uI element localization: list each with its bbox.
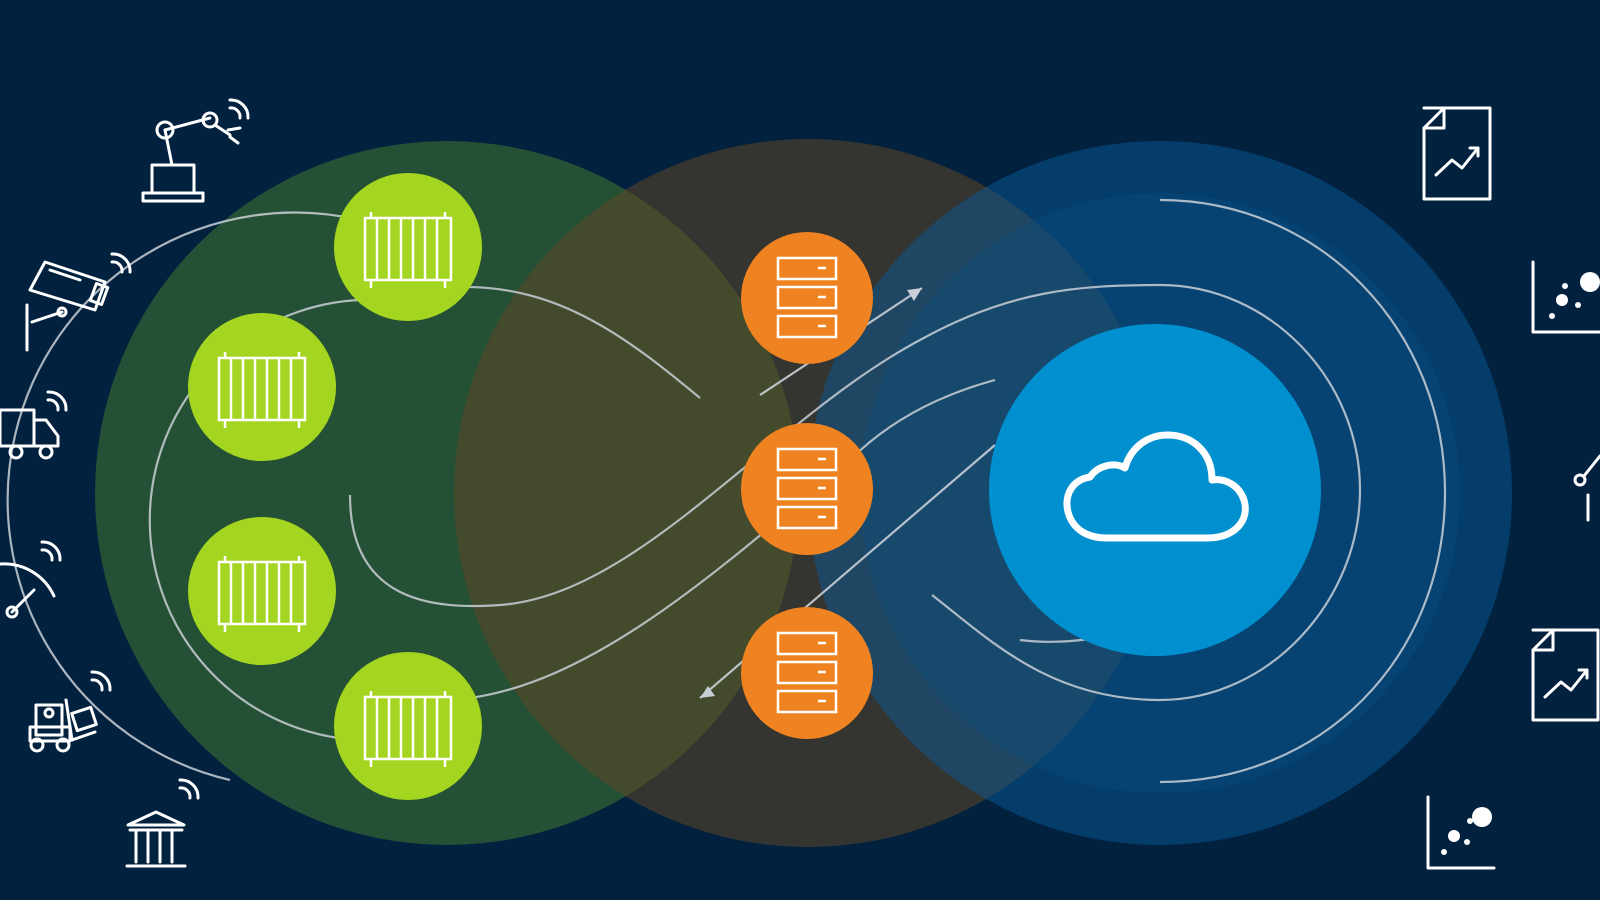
- bank-building-icon: [125, 778, 200, 868]
- report-document-icon: [1531, 628, 1600, 722]
- cloud-node: [989, 324, 1321, 656]
- edge-device: [334, 652, 482, 800]
- robot-arm-icon: [141, 98, 250, 203]
- edge-ring-outer: [6, 211, 361, 782]
- report-document-icon: [1422, 106, 1492, 201]
- scatter-chart-icon: [1531, 260, 1600, 334]
- edge-device: [334, 173, 482, 321]
- flow-curve-infinity: [348, 283, 1362, 702]
- line-graph-icon: [1573, 454, 1600, 522]
- edge-device: [188, 313, 336, 461]
- gauge-icon: [0, 540, 62, 619]
- forklift-icon: [28, 670, 112, 753]
- delivery-truck-icon: [0, 390, 68, 460]
- edge-device: [188, 517, 336, 665]
- cloud-icon: [1063, 431, 1249, 542]
- fog-node: [741, 423, 873, 555]
- cloud-ring-outer: [1159, 198, 1447, 784]
- flow-curve-top-left: [459, 285, 701, 399]
- scatter-chart-icon: [1426, 795, 1496, 870]
- fog-node: [741, 607, 873, 739]
- security-camera-icon: [25, 252, 132, 352]
- fog-node: [741, 232, 873, 364]
